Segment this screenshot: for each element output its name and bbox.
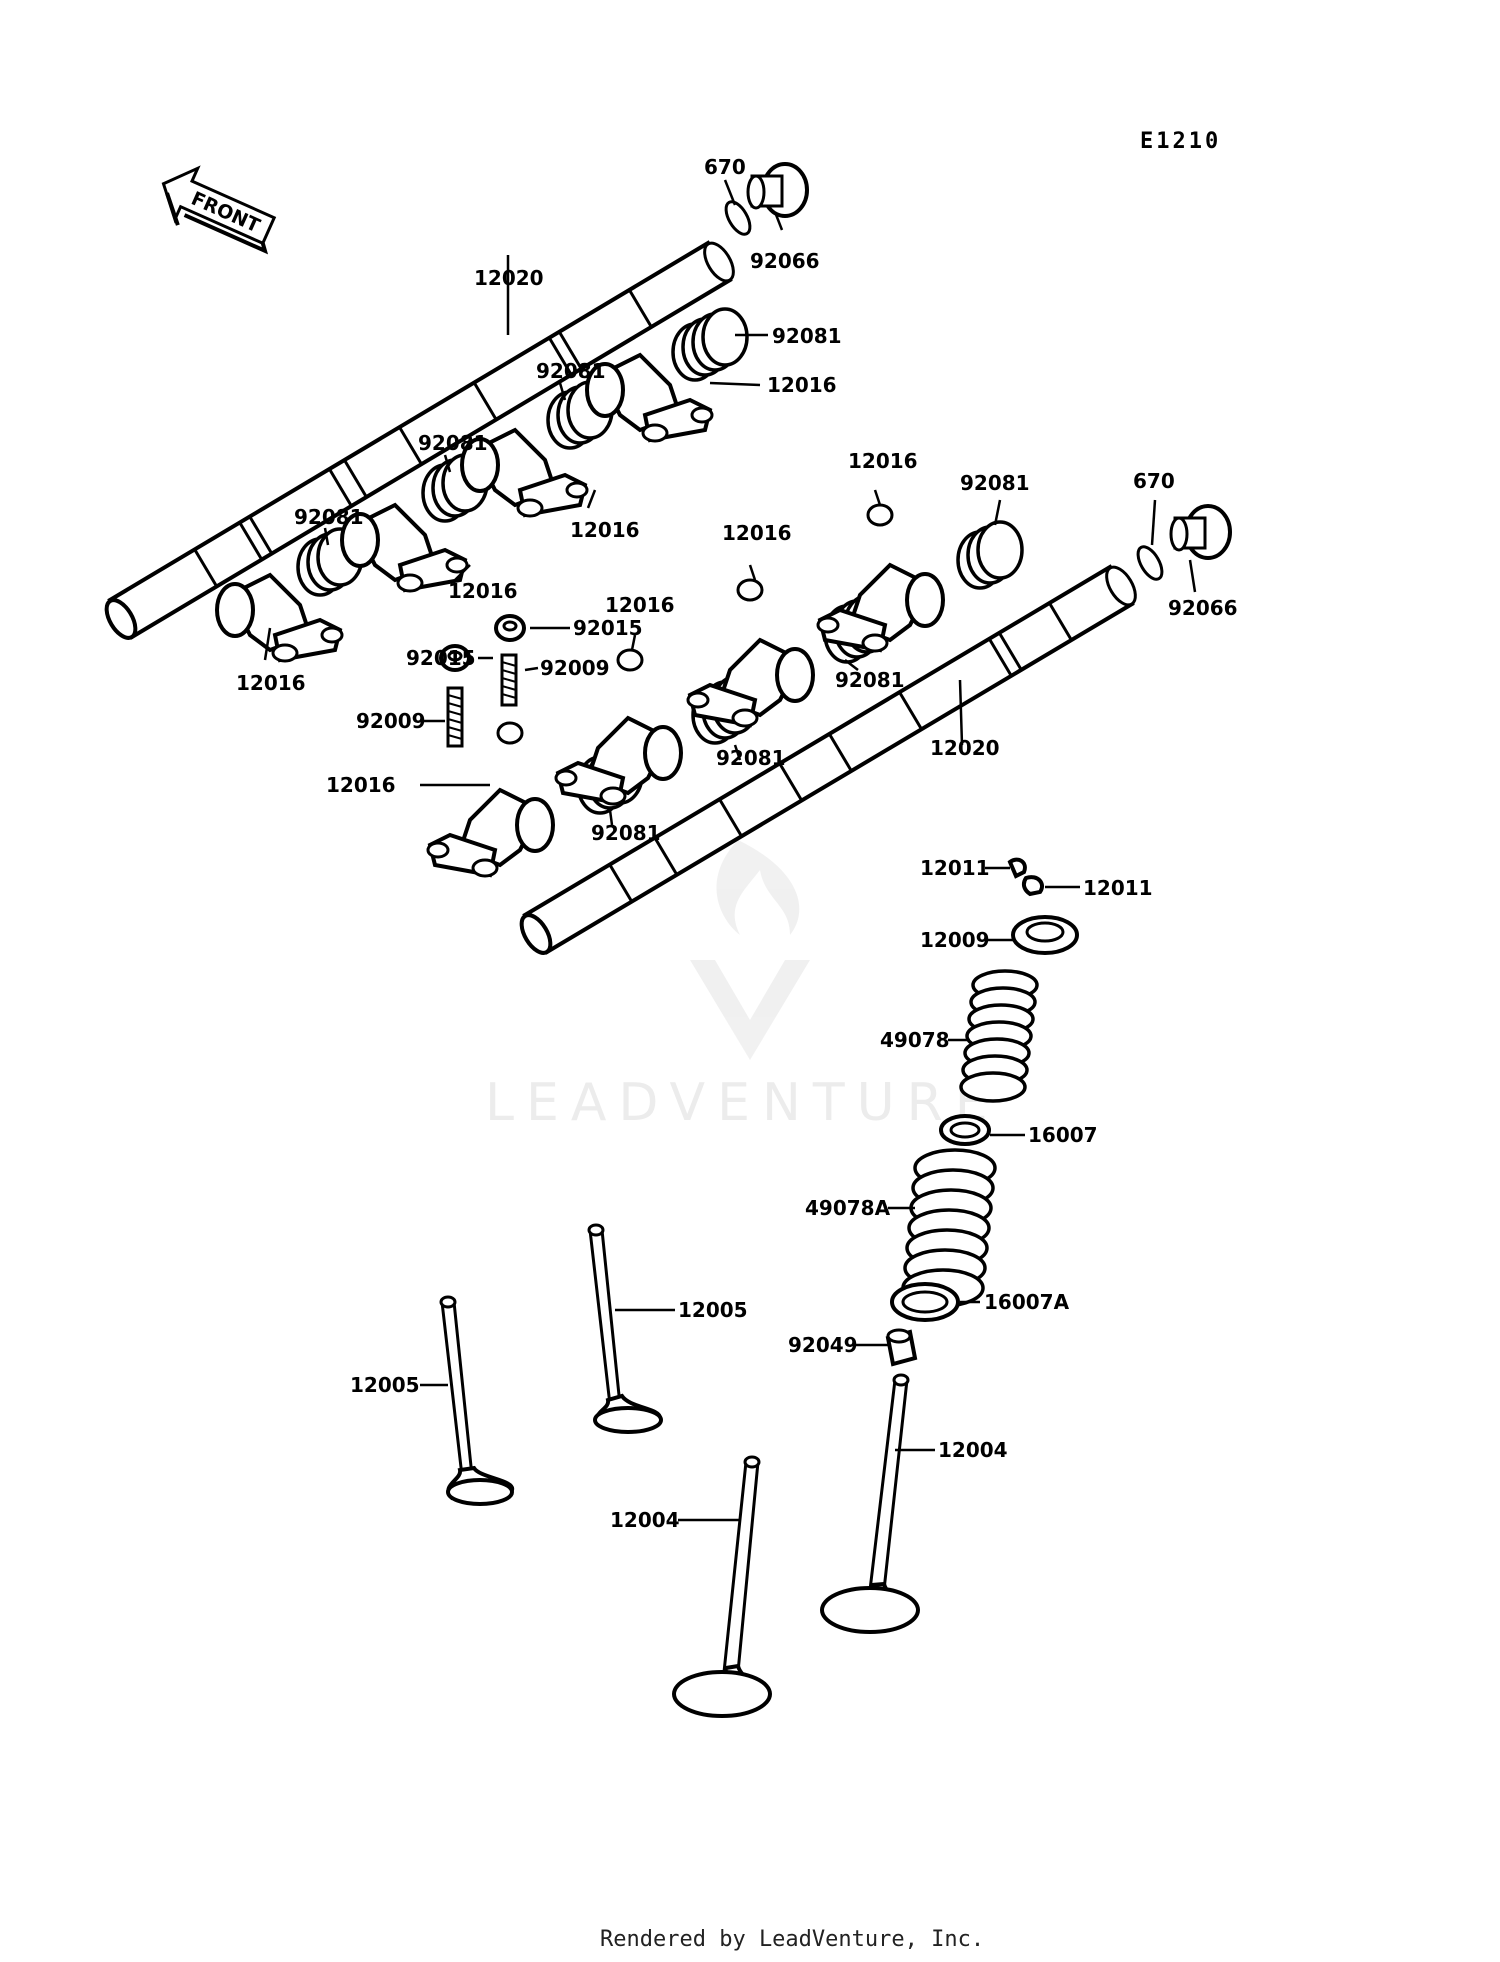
callout-12011: 12011	[1083, 876, 1153, 900]
adjusting-screw-92009	[500, 653, 518, 707]
spring-seat-16007	[939, 1114, 991, 1146]
callout-92015: 92015	[406, 646, 476, 670]
rocker-arm	[816, 562, 945, 653]
exhaust-valve-12005	[587, 1223, 663, 1434]
watermark-logo	[690, 840, 810, 1060]
callout-670: 670	[1133, 469, 1175, 493]
callout-12004: 12004	[610, 1508, 680, 1532]
callout-12020: 12020	[930, 736, 1000, 760]
callout-92049: 92049	[788, 1333, 858, 1357]
callout-12016: 12016	[326, 773, 396, 797]
callout-12011: 12011	[920, 856, 990, 880]
callout-92081: 92081	[536, 359, 606, 383]
intake-valve-12004	[820, 1373, 920, 1634]
callout-12016: 12016	[570, 518, 640, 542]
valve-stem-seal-92049	[885, 1328, 918, 1367]
rocker-arm	[215, 572, 344, 663]
rocker-arm	[686, 637, 815, 728]
rocker-spring	[671, 307, 749, 382]
intake-valve-12004	[672, 1455, 772, 1718]
rocker-arm	[340, 502, 469, 593]
rocker-spring	[956, 520, 1024, 590]
diagram-code: E1210	[1140, 129, 1221, 154]
callout-16007A: 16007A	[984, 1290, 1070, 1314]
o-ring-670-lower	[1136, 545, 1164, 581]
callout-92081: 92081	[716, 746, 786, 770]
callout-12004: 12004	[938, 1438, 1008, 1462]
callout-670: 670	[704, 155, 746, 179]
lock-nut-92015	[439, 644, 471, 672]
callout-92009: 92009	[356, 709, 426, 733]
callout-92066: 92066	[750, 249, 820, 273]
front-arrow-icon: FRONT	[161, 165, 277, 255]
footer-credit: Rendered by LeadVenture, Inc.	[600, 1927, 984, 1952]
lock-nut-92015	[494, 614, 526, 642]
inner-valve-spring-49078A	[901, 1148, 997, 1308]
spring-seat-16007A	[890, 1282, 960, 1322]
watermark-text: LEADVENTURE	[485, 1073, 1000, 1133]
callout-12016: 12016	[236, 671, 306, 695]
callout-12005: 12005	[350, 1373, 420, 1397]
adjuster-nut	[616, 503, 894, 672]
outer-valve-spring-49078	[959, 969, 1039, 1103]
callout-12020: 12020	[474, 266, 544, 290]
callout-12005: 12005	[678, 1298, 748, 1322]
plug-92066-upper	[746, 162, 809, 218]
rocker-arm	[585, 352, 714, 443]
rocker-arm	[426, 787, 555, 878]
lower-camshaft	[519, 564, 1137, 955]
callout-12016: 12016	[848, 449, 918, 473]
o-ring-670-upper	[724, 200, 752, 236]
adjuster-nut	[496, 721, 524, 745]
callout-92009: 92009	[540, 656, 610, 680]
plug-92066-lower	[1169, 504, 1232, 560]
callout-labels: 670 92066 12020 92081 12016 92081 92081 …	[236, 155, 1238, 1532]
callout-92081: 92081	[960, 471, 1030, 495]
adjusting-screw-92009	[446, 686, 464, 748]
callout-12016: 12016	[722, 521, 792, 545]
callout-49078A: 49078A	[805, 1196, 891, 1220]
callout-12009: 12009	[920, 928, 990, 952]
callout-16007: 16007	[1028, 1123, 1098, 1147]
rocker-arm	[554, 715, 683, 806]
rocker-arm	[460, 427, 589, 518]
callout-12016: 12016	[448, 579, 518, 603]
callout-49078: 49078	[880, 1028, 950, 1052]
callout-92081: 92081	[772, 324, 842, 348]
callout-92081: 92081	[835, 668, 905, 692]
valve-keeper-12011	[1007, 857, 1045, 897]
callout-92081: 92081	[418, 431, 488, 455]
callout-12016: 12016	[605, 593, 675, 617]
callout-92081: 92081	[294, 505, 364, 529]
callout-12016: 12016	[767, 373, 837, 397]
exhaust-valve-12005	[439, 1295, 514, 1506]
callout-92015: 92015	[573, 616, 643, 640]
spring-retainer-12009	[1011, 915, 1079, 955]
callout-92081: 92081	[591, 821, 661, 845]
upper-camshaft	[104, 240, 735, 640]
callout-92066: 92066	[1168, 596, 1238, 620]
leader-lines	[263, 179, 1197, 1522]
